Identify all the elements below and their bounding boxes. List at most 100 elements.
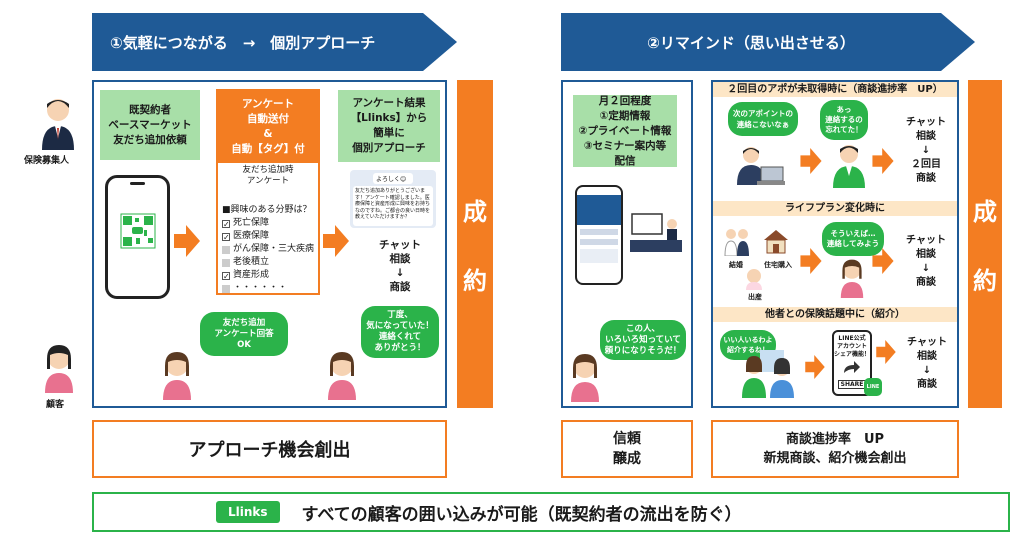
arrow-right-icon [876, 340, 896, 364]
bubble-line: 紹介するね！ [727, 346, 769, 354]
result-trust: 信頼 醸成 [561, 420, 693, 478]
section-life-change: ライフプラン変化時に [713, 201, 957, 216]
box3-line4: 個別アプローチ [352, 142, 426, 154]
bubble2-line: 丁度、 [387, 310, 413, 320]
contract-char: 成 [973, 198, 997, 226]
llinks-logo: Llinks [216, 501, 280, 523]
customer-avatar [838, 258, 866, 302]
bubble-remember: そういえば… 連絡してみよう [822, 222, 884, 256]
bubble-forgot: あっ 連絡するの 忘れてた！ [820, 100, 868, 140]
contract-column-right: 成 約 [968, 80, 1002, 408]
survey-title-1: 友だち追加時 [242, 165, 294, 175]
chat-step: ↓ [922, 365, 932, 376]
customer-laptop-illustration [735, 145, 785, 193]
chat-step: ↓ [921, 263, 931, 274]
chat-step: 商談 [916, 277, 936, 288]
section-no-appointment: ２回目のアポが未取得時に（商談進捗率 UP） [713, 82, 957, 97]
chat-step: ↓ [921, 145, 931, 156]
survey-head-3: & [263, 128, 273, 140]
result-trust-line: 醸成 [613, 451, 641, 467]
customer-label: 顧客 [46, 400, 65, 410]
seminar-illustration [630, 212, 682, 252]
bubble1-line: アンケート回答 [214, 328, 274, 339]
chat-step: 相談 [389, 253, 411, 265]
box1-line2: ベースマーケット [108, 118, 192, 131]
line-logo-text: LINE [866, 384, 880, 390]
chat-step: チャット [907, 337, 947, 348]
chat-step: ↓ [395, 267, 405, 279]
survey-head-2: 自動送付 [247, 113, 289, 125]
step2-banner-text: ②リマインド（思い出させる） [647, 33, 855, 52]
chat-step: 相談 [916, 249, 936, 260]
survey-item-label: 死亡保障 [233, 218, 270, 228]
step1-chat-steps: チャット 相談 ↓ 商談 [362, 238, 438, 294]
share-card-text: LINE公式 アカウント シェア機能！ [834, 335, 870, 359]
bubble-line: 連絡するの [825, 115, 863, 124]
share-arrow-icon [844, 361, 860, 373]
arrow-right-icon [800, 148, 822, 174]
label-birth: 出産 [748, 293, 762, 301]
bubble-line: 連絡してみよう [826, 239, 880, 248]
bubble-line: そういえば… [830, 229, 876, 238]
chat-preview-name: よろしく😊 [373, 173, 413, 184]
result-approach: アプローチ機会創出 [92, 420, 447, 478]
result-deal-line: 新規商談、紹介機会創出 [763, 451, 907, 466]
chat-step: 商談 [389, 281, 411, 293]
contract-char: 約 [973, 267, 997, 295]
share-card-line: アカウント [836, 343, 867, 350]
bubble-survey-ok: 友だち追加 アンケート回答 OK [200, 312, 288, 356]
phone-qr [105, 175, 170, 299]
survey-item-label: ・・・・・・ [233, 283, 288, 293]
survey-result-box: アンケート結果 【Llinks】から 簡単に 個別アプローチ [338, 90, 440, 162]
bottom-summary-text: すべての顧客の囲い込みが可能（既契約者の流出を防ぐ） [301, 504, 742, 525]
share-card-line: LINE公式 [838, 335, 866, 342]
section2-chat-steps: チャット 相談 ↓ 商談 [896, 234, 956, 290]
bubble-trust-line: いろいろ知っていて [605, 334, 681, 345]
bubble-thanks: 丁度、 気になっていた！ 連絡くれて ありがとう！ [361, 306, 439, 358]
bubble2-line: 連絡くれて [378, 332, 422, 342]
arrow-right-icon [805, 355, 825, 379]
survey-item-label: がん保障・三大疾病 [233, 244, 315, 254]
survey-item-label: 医療保障 [233, 231, 270, 241]
chat-step: 相談 [916, 131, 936, 142]
bubble2-line: 気になっていた！ [366, 321, 434, 331]
label-wedding: 結婚 [729, 261, 743, 269]
agent-avatar [40, 96, 76, 154]
info-line: ②プライベート情報 [578, 124, 672, 137]
box1-line1: 既契約者 [129, 103, 171, 116]
label-house: 住宅購入 [764, 261, 792, 269]
contract-char: 成 [463, 198, 487, 226]
info-line: ③セミナー案内等 [583, 139, 667, 152]
checkbox-checked-icon: ✓ [222, 271, 230, 281]
wedding-illustration [722, 226, 752, 260]
chat-step: 相談 [917, 351, 937, 362]
chat-step: ２回目 [911, 159, 941, 170]
survey-item: 老後積立 [222, 256, 314, 269]
survey-head-4: 自動【タグ】付 [231, 143, 305, 155]
info-line: ①定期情報 [599, 109, 651, 122]
survey-item: ✓死亡保障 [222, 217, 314, 230]
chat-preview: よろしく😊 友だち追加ありがとうございます！アンケート確認しました。医療保障と資… [350, 170, 436, 228]
arrow-right-icon [872, 248, 894, 274]
bottom-summary-bar: Llinks すべての顧客の囲い込みが可能（既契約者の流出を防ぐ） [92, 492, 1010, 532]
bubble-line: 連絡こないなぁ [736, 120, 790, 129]
survey-card: アンケート 自動送付 & 自動【タグ】付 [216, 89, 320, 295]
contract-column-left: 成 約 [457, 80, 493, 408]
box3-line2: 【Llinks】から [350, 112, 428, 124]
checkbox-empty-icon [222, 245, 230, 254]
chat-step: チャット [379, 239, 421, 251]
survey-title-2: アンケート [246, 176, 290, 186]
bubble-trust-line: この人、 [625, 323, 660, 334]
bubble-line: 次のアポイントの [733, 109, 793, 118]
bubble2-line: ありがとう！ [374, 343, 426, 353]
phone-app [575, 185, 623, 285]
llinks-logo-text: Llinks [228, 505, 268, 519]
survey-item: ✓医療保障 [222, 230, 314, 243]
arrow-right-icon [174, 225, 200, 257]
bubble-trust-line: 頼りになりそうだ！ [604, 345, 682, 356]
survey-item: がん保障・三大疾病 [222, 243, 314, 256]
survey-item: ・・・・・・ [222, 282, 314, 295]
checkbox-checked-icon: ✓ [222, 232, 230, 242]
checkbox-empty-icon [222, 284, 230, 293]
bubble-trust: この人、 いろいろ知っていて 頼りになりそうだ！ [600, 320, 686, 360]
